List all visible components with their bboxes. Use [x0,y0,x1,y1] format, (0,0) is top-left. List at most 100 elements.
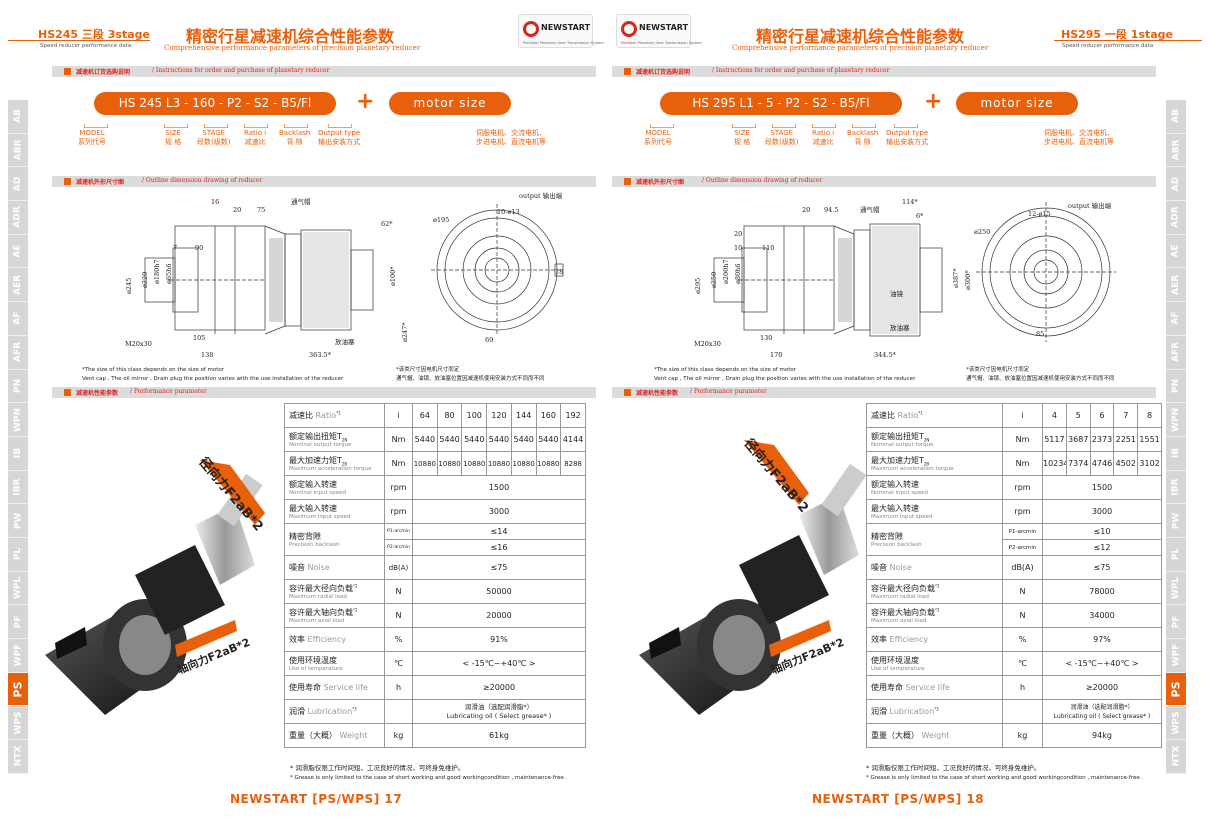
order-section-bar: 减速机订货选购说明 / Instructions for order and p… [52,66,596,77]
tab-wpl[interactable]: WPL [1166,571,1186,606]
section-square-icon [64,178,71,185]
tab-pw[interactable]: PW [1166,504,1186,538]
table-row: 使用寿命 Service life h ≥20000 [284,675,586,700]
tab-ab[interactable]: AB [8,100,28,134]
tab-ntx[interactable]: NTX [8,740,28,774]
table-row: 效率 Efficiency % 91% [284,627,586,652]
dim-section-bar: 减速机外形尺寸图 / Outline dimension drawing of … [52,176,596,187]
plus-icon: + [356,89,375,114]
tab-adr[interactable]: ADR [8,201,28,235]
tab-ibr[interactable]: IBR [1166,470,1186,505]
tab-pf[interactable]: PF [1166,605,1186,639]
tab-wps[interactable]: WPS [1166,706,1186,741]
dim-d295: ø295 [694,278,702,294]
label-drain-plug: 放油塞 [335,337,355,346]
order-section-cn: 减速机订货选购说明 [636,69,691,76]
dim-344: 344.5* [874,351,897,359]
tab-pn[interactable]: PN [8,369,28,404]
right-page: NEWSTART Precision Planetary Gear Transm… [604,0,1208,825]
end-view-drawing: output 输出端 ø195 10-ø13 18 69 [431,191,564,344]
tab-ps[interactable]: PS [8,672,28,707]
tab-pl[interactable]: PL [8,537,28,572]
tab-aer[interactable]: AER [1166,268,1186,303]
code-bracket [894,124,918,128]
order-section-en: / Instructions for order and purchase of… [712,67,890,74]
dim-section-cn: 减速机外形尺寸图 [636,179,685,186]
tab-afr[interactable]: AFR [8,335,28,370]
label-vent-cap: 通气帽 [291,197,311,206]
dim-d245: ø245 [125,278,133,294]
page-subtitle: Comprehensive performance parameters of … [732,44,989,52]
label-drain-plug: 放油塞 [890,323,910,332]
code-bracket [732,124,756,128]
series-sub: Speed reducer performance data [40,43,132,49]
dim-notes-cn: *该类尺寸因电机尺寸而定通气帽、油镜、放油塞位置因减速机使用安装方式不同而不同 [966,367,1115,382]
order-section-en: / Instructions for order and purchase of… [152,67,330,74]
series-label: HS295 一段 1stage [1061,28,1173,41]
tab-abr[interactable]: ABR [8,133,28,168]
tab-ntx[interactable]: NTX [1166,740,1186,774]
tab-pf[interactable]: PF [8,605,28,639]
dim-d195: ø195 [433,216,449,224]
table-row: P2-arcmin ≤16 [285,539,586,556]
order-code-pill: HS 245 L3 - 160 - P2 - S2 - B5/Fl [94,92,336,115]
table-row: 效率 Efficiency % 97% [866,627,1162,652]
tab-afr[interactable]: AFR [1166,335,1186,370]
sidebar-tabs: AB ABR AD ADR AE AER AF AFR PN WPN IB IB… [1166,100,1186,774]
tab-pl[interactable]: PL [1166,537,1186,572]
label-motor-types: 伺服电机、交流电机、步进电机、直流电机等 [476,129,546,146]
page-footer: NEWSTART [PS/WPS] 18 [812,792,985,806]
order-section-bar: 减速机订货选购说明 / Instructions for order and p… [612,66,1156,77]
tab-pn[interactable]: PN [1166,369,1186,404]
section-square-icon [64,389,71,396]
table-row: 重量（大概） Weight kg 94kg [866,723,1162,748]
perf-section-bar: 减速机性能参数 / Performance parameter [52,387,596,398]
dim-170: 170 [770,351,782,359]
code-bracket [812,124,836,128]
footnote: * 润滑脂仅限工作时间短，工况良好的情况，可终身免维护。* Grease is … [866,764,1144,781]
tab-wpn[interactable]: WPN [8,403,28,437]
tab-ps[interactable]: PS [1166,672,1186,707]
newstart-logo: NEWSTART Precision Planetary Gear Transm… [616,14,702,48]
tab-abr[interactable]: ABR [1166,133,1186,168]
section-square-icon [624,389,631,396]
header-rule [1054,40,1202,41]
tab-ae[interactable]: AE [8,234,28,269]
tab-wpf[interactable]: WPF [8,639,28,673]
perf-section-cn: 减速机性能参数 [636,390,679,397]
tab-ib[interactable]: IB [8,436,28,471]
tab-ad[interactable]: AD [1166,167,1186,202]
tab-ibr[interactable]: IBR [8,470,28,505]
series-label: HS245 三段 3stage [38,28,150,41]
tab-wpn[interactable]: WPN [1166,403,1186,437]
tab-ad[interactable]: AD [8,167,28,202]
tab-af[interactable]: AF [1166,302,1186,336]
tab-adr[interactable]: ADR [1166,201,1186,235]
dim-110: 110 [762,244,774,252]
tab-wpf[interactable]: WPF [1166,639,1186,673]
code-bracket [328,124,352,128]
tab-wps[interactable]: WPS [8,706,28,741]
tab-ae[interactable]: AE [1166,234,1186,269]
tab-aer[interactable]: AER [8,268,28,303]
tab-pw[interactable]: PW [8,504,28,538]
side-view-drawing: 20 94.5 通气帽 114* 6* 10 110 20 ø295 ø250 … [694,198,972,359]
tab-ib[interactable]: IB [1166,436,1186,471]
dim-d300: ø300* [964,270,972,290]
tab-ab[interactable]: AB [1166,100,1186,134]
tab-af[interactable]: AF [8,302,28,336]
tab-wpl[interactable]: WPL [8,571,28,606]
